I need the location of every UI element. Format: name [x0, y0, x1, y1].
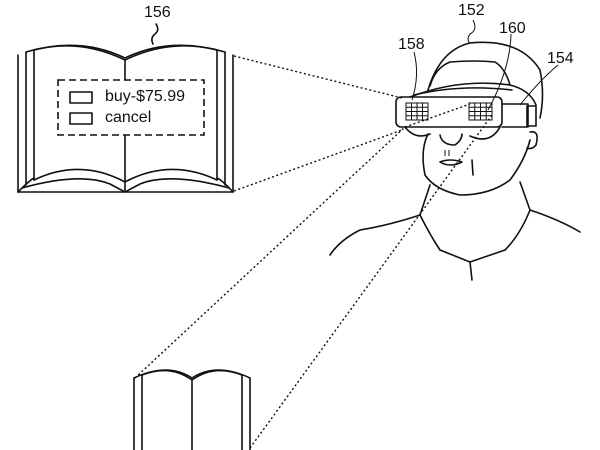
- ref-label-152: 152: [458, 2, 485, 19]
- ref-label-158: 158: [398, 36, 425, 53]
- display-grid-left: [405, 102, 429, 121]
- buy-option-label: buy-$75.99: [105, 88, 186, 105]
- open-book-virtual: [17, 23, 234, 193]
- cancel-checkbox: [69, 112, 93, 125]
- open-book-physical: [133, 369, 251, 450]
- projection-lines: [134, 55, 493, 449]
- headset: [395, 82, 537, 140]
- buy-checkbox: [69, 91, 93, 104]
- cancel-option-label: cancel: [105, 109, 152, 126]
- leader-lines: [411, 19, 559, 111]
- ref-label-156: 156: [144, 4, 171, 21]
- ref-label-160: 160: [499, 20, 526, 37]
- display-grid-right: [468, 102, 493, 121]
- user-figure: [329, 41, 581, 281]
- ref-label-154: 154: [547, 50, 574, 67]
